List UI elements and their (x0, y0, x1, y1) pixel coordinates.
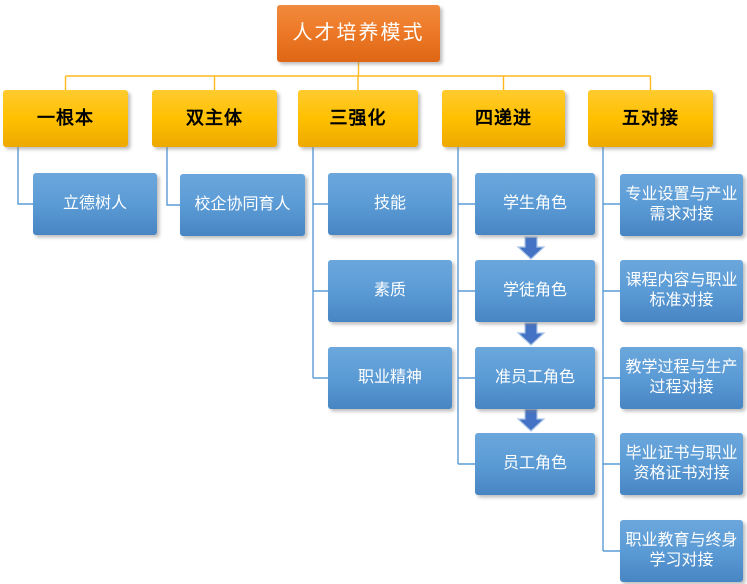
child-node: 职业精神 (328, 347, 452, 409)
child-node: 教学过程与生产过程对接 (620, 347, 743, 409)
root-connector-lines (64, 62, 652, 90)
child-node: 素质 (328, 260, 452, 322)
down-arrow-icon (516, 408, 546, 432)
header-node-yigenben: 一根本 (3, 90, 128, 147)
child-node: 员工角色 (475, 433, 595, 495)
root-node: 人才培养模式 (277, 5, 440, 62)
down-arrow-icon (516, 322, 546, 346)
header-node-wuduijie: 五对接 (588, 90, 713, 147)
header-node-sidijin: 四递进 (442, 90, 565, 147)
child-node: 校企协同育人 (180, 174, 305, 236)
child-node: 毕业证书与职业资格证书对接 (620, 433, 743, 495)
child-node: 立德树人 (33, 173, 157, 235)
child-node: 准员工角色 (475, 347, 595, 409)
child-node: 技能 (328, 173, 452, 235)
child-node: 学徒角色 (475, 260, 595, 322)
child-node: 学生角色 (475, 173, 595, 235)
child-node: 课程内容与职业标准对接 (620, 260, 743, 322)
header-node-sanqianghua: 三强化 (298, 90, 418, 147)
header-node-shuangzhuti: 双主体 (152, 90, 277, 147)
down-arrow-icon (516, 236, 546, 260)
child-node: 专业设置与产业需求对接 (620, 174, 743, 236)
child-node: 职业教育与终身学习对接 (620, 520, 743, 582)
